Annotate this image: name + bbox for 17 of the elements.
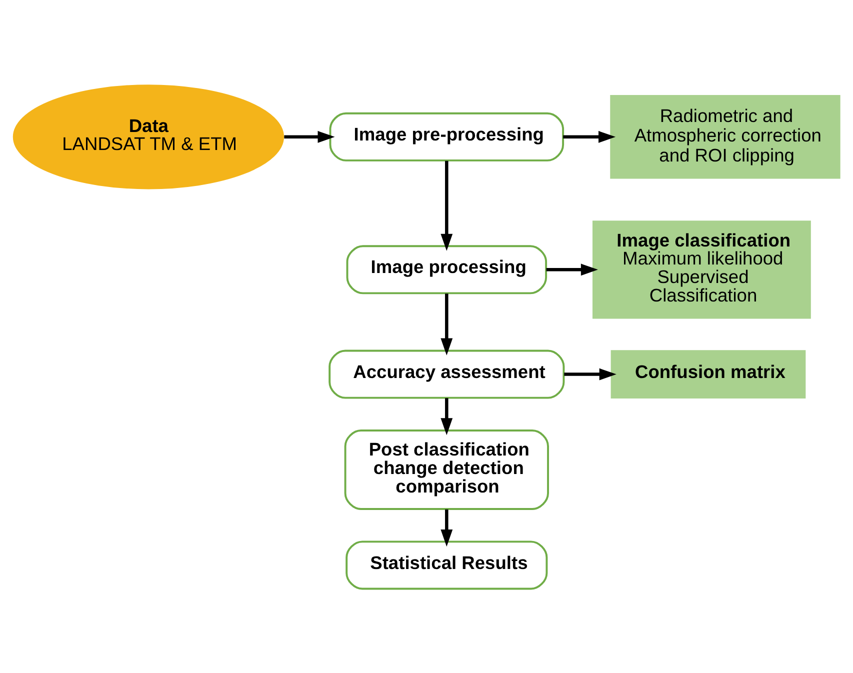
node-box: Accuracy assessment — [328, 349, 565, 398]
arrow — [546, 263, 598, 276]
node-box: Confusion matrix — [610, 350, 806, 398]
node-ellipse: Data LANDSAT TM & ETM — [12, 84, 284, 189]
node-box: Image processing — [346, 244, 548, 294]
arrow — [564, 368, 616, 380]
arrow — [284, 130, 335, 142]
node-box: Image pre-processing — [329, 112, 564, 161]
arrow — [440, 160, 453, 250]
node-box: Radiometric and Atmospheric correction and ROI clipping — [610, 94, 840, 178]
arrow — [440, 398, 453, 435]
arrow — [440, 293, 453, 355]
node-box: Image classification Maximum likelihood Supervised Classification — [592, 220, 811, 318]
node-box: Post classification change detection comparison — [344, 429, 549, 510]
node-box: Statistical Results — [346, 540, 548, 590]
arrow — [440, 508, 453, 546]
arrow — [563, 130, 616, 142]
